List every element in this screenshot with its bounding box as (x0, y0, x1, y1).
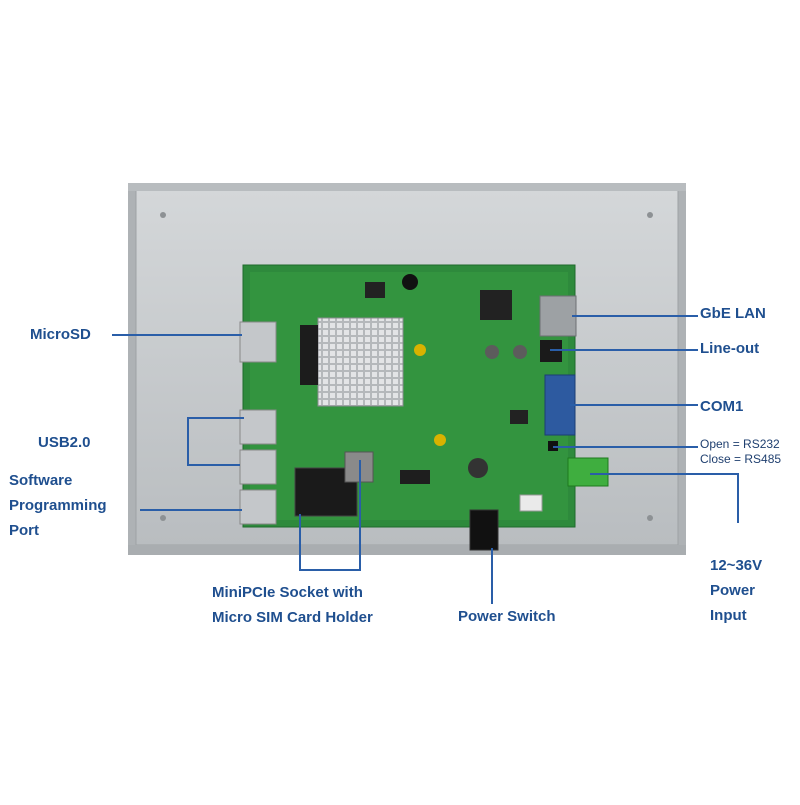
label-power-input-line2: Power (710, 582, 756, 599)
label-minipcie-line2: Micro SIM Card Holder (212, 609, 373, 626)
label-com1: COM1 (700, 398, 744, 415)
label-jumper-close: Close = RS485 (700, 452, 782, 466)
label-software-port: Software Programming Port (9, 468, 107, 543)
callout-usb (187, 417, 244, 466)
label-software-port-line2: Programming (9, 497, 107, 514)
label-software-port-line3: Port (9, 522, 39, 539)
callout-lines (112, 315, 739, 604)
label-jumper-open: Open = RS232 (700, 437, 780, 451)
label-power-input-line3: Input (710, 607, 747, 624)
label-power-input-line1: 12~36V (710, 557, 763, 574)
label-minipcie-line1: MiniPCIe Socket with (212, 584, 363, 601)
label-microsd: MicroSD (30, 326, 91, 343)
label-usb: USB2.0 (38, 434, 91, 451)
label-minipcie: MiniPCIe Socket with Micro SIM Card Hold… (212, 580, 373, 630)
label-power-switch: Power Switch (458, 608, 556, 625)
label-gbe-lan: GbE LAN (700, 305, 766, 322)
label-software-port-line1: Software (9, 472, 73, 489)
pcb-board (239, 264, 609, 551)
label-power-input: 12~36V Power Input (710, 553, 762, 628)
callout-minipcie (299, 460, 361, 571)
label-line-out: Line-out (700, 340, 760, 357)
label-jumper: Open = RS232 Close = RS485 (700, 437, 781, 467)
callout-power-input (590, 473, 739, 523)
